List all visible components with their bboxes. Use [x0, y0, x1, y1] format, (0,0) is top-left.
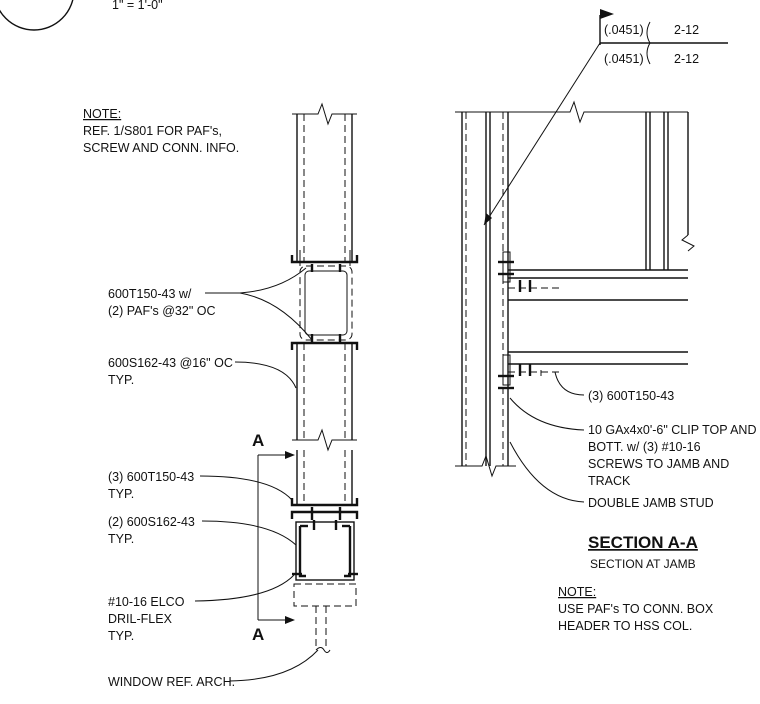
callout-section-track: (3) 600T150-43	[554, 371, 674, 403]
callout-studs: 600S162-43 @16" OC TYP.	[108, 356, 297, 389]
note-line: SCREW AND CONN. INFO.	[83, 141, 239, 155]
callout-text: 10 GAx4x0'-6" CLIP TOP AND	[588, 423, 756, 437]
callout-text: TRACK	[588, 474, 631, 488]
section-a-a-drawing	[455, 100, 695, 478]
callout-text: TYP.	[108, 532, 134, 546]
callout-text: 600T150-43 w/	[108, 287, 192, 301]
callout-text: (3) 600T150-43	[108, 470, 194, 484]
header-box	[299, 265, 353, 341]
note-line: USE PAF's TO CONN. BOX	[558, 602, 714, 616]
callout-text: DOUBLE JAMB STUD	[588, 496, 714, 510]
break-line	[292, 102, 357, 126]
window-head-outline	[293, 583, 357, 607]
callout-text: #10-16 ELCO	[108, 595, 185, 609]
note-heading: NOTE:	[558, 585, 596, 599]
callout-text: BOTT. w/ (3) #10-16	[588, 440, 701, 454]
callout-text: TYP.	[108, 487, 134, 501]
note-line: HEADER TO HSS COL.	[558, 619, 692, 633]
track-bottom	[290, 498, 359, 507]
break-line	[455, 100, 688, 124]
section-mark-bottom: A	[252, 625, 264, 644]
callout-text: TYP.	[108, 373, 134, 387]
section-title: SECTION A-A	[588, 533, 698, 552]
detail-bubble	[0, 0, 74, 31]
callout-screws: #10-16 ELCO DRIL-FLEX TYP.	[108, 574, 295, 643]
weld-length-bottom: 2-12	[674, 52, 699, 66]
callout-text: SCREWS TO JAMB AND	[588, 457, 729, 471]
callout-jamb-stud: DOUBLE JAMB STUD	[509, 441, 714, 510]
weld-size-bottom: (.0451)	[604, 52, 644, 66]
callout-text: WINDOW REF. ARCH.	[108, 675, 235, 689]
callout-header-track: 600T150-43 w/ (2) PAF's @32" OC	[108, 267, 313, 341]
callout-clip: 10 GAx4x0'-6" CLIP TOP AND BOTT. w/ (3) …	[509, 397, 756, 488]
callout-text: (2) 600S162-43	[108, 515, 195, 529]
scale-label: 1" = 1'-0"	[112, 0, 163, 12]
callout-double-studs: (2) 600S162-43 TYP.	[108, 515, 297, 546]
callout-text: (2) PAF's @32" OC	[108, 304, 216, 318]
right-note: NOTE: USE PAF's TO CONN. BOX HEADER TO H…	[558, 585, 714, 633]
callout-window: WINDOW REF. ARCH.	[108, 649, 319, 689]
callout-text: (3) 600T150-43	[588, 389, 674, 403]
section-title-block: SECTION A-A SECTION AT JAMB	[588, 533, 698, 571]
left-note: NOTE: REF. 1/S801 FOR PAF's, SCREW AND C…	[83, 107, 239, 155]
callout-bottom-track: (3) 600T150-43 TYP.	[108, 470, 293, 501]
callout-text: TYP.	[108, 629, 134, 643]
callout-text: DRIL-FLEX	[108, 612, 173, 626]
callout-text: 600S162-43 @16" OC	[108, 356, 233, 370]
track-top	[290, 255, 359, 264]
section-subtitle: SECTION AT JAMB	[590, 557, 696, 571]
weld-size-top: (.0451)	[604, 23, 644, 37]
section-mark-top: A	[252, 431, 264, 450]
track-mid	[290, 341, 359, 350]
note-heading: NOTE:	[83, 107, 121, 121]
weld-symbol: (.0451) 2-12 (.0451) 2-12	[483, 9, 728, 226]
weld-length-top: 2-12	[674, 23, 699, 37]
wall-elevation	[290, 102, 359, 653]
double-stud-box	[295, 521, 355, 581]
section-cut-marker: A A	[252, 431, 295, 644]
note-line: REF. 1/S801 FOR PAF's,	[83, 124, 222, 138]
